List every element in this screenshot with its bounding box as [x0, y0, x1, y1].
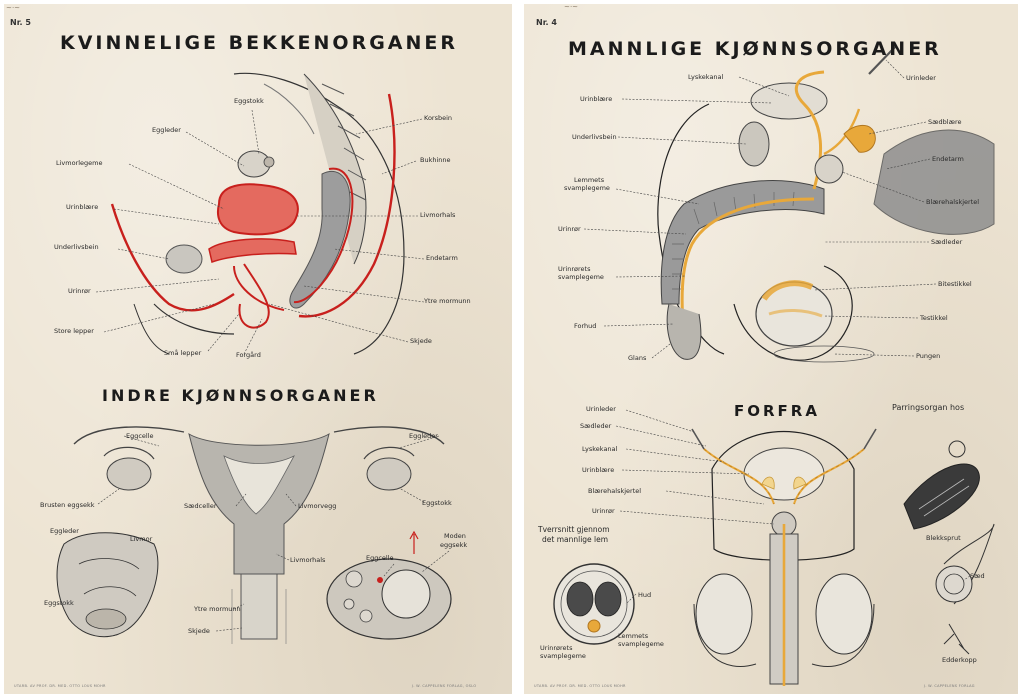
label-urinror-lower: Urinrør [592, 507, 615, 515]
label-urinror: Urinrør [68, 287, 91, 295]
label-eggleder: Eggleder [152, 126, 181, 134]
label-skjede: Skjede [410, 337, 432, 345]
label-livmorhals: Livmorhals [420, 211, 455, 219]
label-forgard: Forgård [236, 351, 261, 359]
aside-title: Parringsorgan hos [892, 404, 964, 412]
label-urinror: Urinrør [558, 225, 581, 233]
poster-number: Nr. 5 [10, 18, 31, 27]
label-eggcelle-small: Eggcelle [366, 554, 394, 562]
page-title: KVINNELIGE BEKKENORGANER [60, 32, 458, 54]
label-blaerehalskjertel-lower: Blærehalskjertel [588, 487, 641, 495]
label-blaerehalskjertel: Blærehalskjertel [926, 198, 979, 206]
label-korsbein: Korsbein [424, 114, 452, 122]
label-underlivsbein: Underlivsbein [54, 243, 99, 251]
label-blekksprut: Blekksprut [926, 534, 961, 542]
label-urinrorets-1: Urinrørets [558, 265, 590, 273]
label-bitestikkel: Bitestikkel [938, 280, 972, 288]
label-eggsekk: eggsekk [440, 541, 467, 549]
label-livmor-small: Livmor [130, 535, 152, 543]
label-skjede-lower: Skjede [188, 627, 210, 635]
section-title: INDRE KJØNNSORGANER [102, 386, 379, 405]
female-anatomy-poster: ~·~ Nr. 5 KVINNELIGE BEKKENORGANER Eggst… [4, 4, 512, 694]
label-saed: Sæd [970, 572, 985, 580]
label-glans: Glans [628, 354, 646, 362]
label-ytre-mormunn: Ytre mormunn [424, 297, 471, 305]
label-lyskekanal-lower: Lyskekanal [582, 445, 617, 453]
label-pungen: Pungen [916, 352, 940, 360]
label-brusten-eggsekk: Brusten eggsekk [40, 501, 95, 509]
label-store-lepper: Store lepper [54, 327, 94, 335]
label-eggleder-lower: Eggleder [409, 432, 438, 440]
poster-number: Nr. 4 [536, 18, 557, 27]
label-livmorvegg: Livmorvegg [298, 502, 336, 510]
label-lemmets-lower-1: Lemmets [618, 632, 648, 640]
label-sma-lepper: Små lepper [164, 349, 201, 357]
label-eggcelle: Eggcelle [126, 432, 154, 440]
section-title: FORFRA [734, 402, 820, 420]
label-endetarm: Endetarm [426, 254, 458, 262]
label-saedleder-lower: Sædleder [580, 422, 611, 430]
label-urinleder-lower: Urinleder [586, 405, 616, 413]
female-anatomy-illustration [4, 4, 512, 694]
label-edderkopp: Edderkopp [942, 656, 977, 664]
label-underlivsbein: Underlivsbein [572, 133, 617, 141]
label-tverrsnitt-1: Tverrsnitt gjennom [538, 526, 610, 534]
label-saedblaere: Sædblære [928, 118, 961, 126]
label-urinblaere: Urinblære [580, 95, 612, 103]
label-lyskekanal: Lyskekanal [688, 73, 723, 81]
label-moden: Moden [444, 532, 466, 540]
male-anatomy-illustration [524, 4, 1018, 694]
handwritten-mark: ~·~ [564, 4, 578, 11]
label-saedleder: Sædleder [931, 238, 962, 246]
label-eggstokk: Eggstokk [234, 97, 264, 105]
footer-publisher: J. W. CAPPELENS FORLAG [924, 684, 975, 688]
label-saedceller: Sædceller [184, 502, 217, 510]
handwritten-mark: ~·~ [6, 4, 20, 12]
label-lemmets-lower-2: svamplegeme [618, 640, 664, 648]
label-tverrsnitt-2: det mannlige lem [542, 536, 608, 544]
footer-credit: UTARB. AV PROF. DR. MED. OTTO LOUS MOHR [14, 684, 106, 688]
label-urinblaere: Urinblære [66, 203, 98, 211]
label-urinblaere-lower: Urinblære [582, 466, 614, 474]
label-lemmets-1: Lemmets [574, 176, 604, 184]
label-urinrorets-lower-1: Urinrørets [540, 644, 572, 652]
label-livmorhals-lower: Livmorhals [290, 556, 325, 564]
label-eggleder-small: Eggleder [50, 527, 79, 535]
label-endetarm: Endetarm [932, 155, 964, 163]
label-urinleder: Urinleder [906, 74, 936, 82]
label-hud: Hud [638, 591, 651, 599]
label-urinrorets-2: svamplegeme [558, 273, 604, 281]
footer-publisher: J. W. CAPPELENS FORLAG, OSLO [412, 684, 476, 688]
label-eggstokk-small: Eggstokk [44, 599, 74, 607]
male-anatomy-poster: ~·~ Nr. 4 MANNLIGE KJØNNSORGANER Lyskeka… [524, 4, 1018, 694]
label-urinrorets-lower-2: svamplegeme [540, 652, 586, 660]
label-bukhinne: Bukhinne [420, 156, 451, 164]
label-forhud: Forhud [574, 322, 596, 330]
page-title: MANNLIGE KJØNNSORGANER [568, 38, 942, 60]
footer-credit: UTARB. AV PROF. DR. MED. OTTO LOUS MOHR [534, 684, 626, 688]
label-testikkel: Testikkel [920, 314, 948, 322]
label-eggstokk-lower: Eggstokk [422, 499, 452, 507]
label-ytre-mormunn-lower: Ytre mormunn [194, 605, 241, 613]
label-livmorlegeme: Livmorlegeme [56, 159, 103, 167]
label-lemmets-2: svamplegeme [564, 184, 610, 192]
